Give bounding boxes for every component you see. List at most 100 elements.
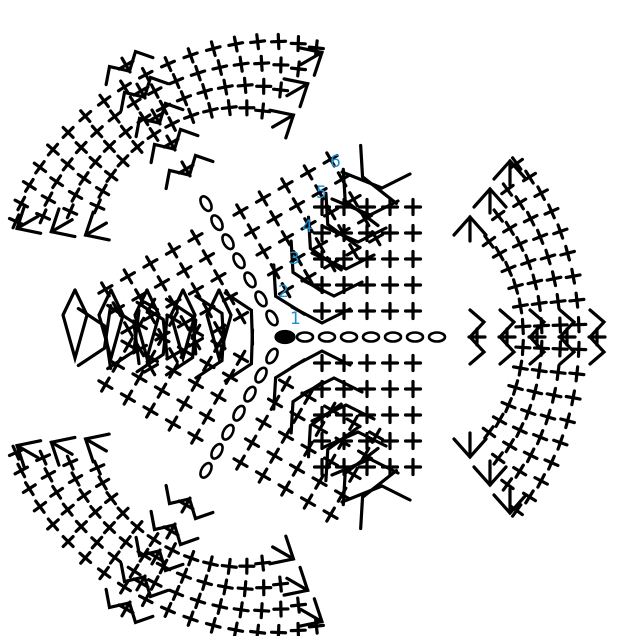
row-label-5: 5 [316,183,327,203]
plus-cross-icon [234,205,247,218]
plus-cross-icon [155,277,168,290]
plus-cross-icon [109,552,120,563]
plus-cross-icon [572,342,586,356]
plus-cross-icon [522,255,535,268]
row-label-3: 3 [289,249,300,269]
plus-cross-icon [144,404,157,417]
plus-cross-icon [524,212,537,225]
oval-chain-icon [319,333,335,342]
plus-cross-icon [315,356,330,371]
plus-cross-icon [514,424,527,437]
plus-cross-icon [251,35,265,49]
plus-cross-icon [314,239,327,252]
v-fan-icon [17,441,41,469]
v-fan-icon [86,434,110,462]
plus-cross-icon [572,318,586,332]
plus-cross-icon [268,212,281,225]
plus-cross-icon [257,416,270,429]
plus-cross-icon [469,329,485,345]
plus-cross-icon [200,251,213,264]
plus-cross-icon [64,205,77,218]
plus-cross-icon [240,559,254,573]
plus-cross-icon [120,126,131,137]
plus-cross-icon [383,278,398,293]
plus-cross-icon [534,431,547,444]
plus-cross-icon [272,625,286,636]
plus-cross-icon [212,271,225,284]
plus-cross-icon [274,602,288,616]
plus-cross-icon [80,553,91,564]
plus-cross-icon [155,384,168,397]
plus-cross-icon [144,257,157,270]
plus-cross-icon [234,351,247,364]
plus-cross-icon [63,537,73,547]
v-fan-icon [270,536,294,564]
plus-cross-icon [561,246,575,260]
plus-cross-icon [51,176,63,188]
plus-cross-icon [118,508,128,518]
plus-cross-icon [191,594,204,607]
plus-cross-icon [162,58,175,71]
plus-cross-icon [383,408,398,423]
plus-cross-icon [516,340,530,354]
oval-chain-icon [198,461,214,479]
plus-cross-icon [34,501,45,512]
plus-cross-icon [177,569,190,582]
plus-cross-icon [570,367,584,381]
plus-cross-icon [170,586,183,599]
plus-cross-icon [97,185,109,197]
plus-cross-icon [547,388,561,402]
plus-cross-icon [257,581,271,595]
plus-cross-icon [92,537,102,547]
plus-cross-icon [184,49,197,62]
plus-cross-icon [189,430,202,443]
plus-cross-icon [257,79,271,93]
plus-cross-icon [177,92,190,105]
plus-cross-icon [406,434,421,449]
plus-cross-icon [534,230,547,243]
plus-cross-icon [561,414,575,428]
plus-cross-icon [554,436,567,449]
plus-cross-icon [23,179,35,191]
plus-cross-icon [234,603,248,617]
v-fan-icon [17,206,41,234]
plus-cross-icon [76,521,86,531]
plus-cross-icon [204,104,218,118]
plus-cross-icon [272,35,286,49]
row-label-4: 4 [302,217,313,237]
plus-cross-icon [120,537,131,548]
oval-chain-icon [429,333,445,342]
plus-cross-icon [566,269,580,283]
oval-chain-icon [363,333,379,342]
plus-cross-icon [516,320,530,334]
plus-cross-icon [279,482,292,495]
plus-cross-icon [184,612,197,625]
plus-cross-icon [406,382,421,397]
plus-cross-icon [302,166,315,179]
plus-cross-icon [90,157,101,168]
plus-cross-icon [51,486,63,498]
plus-cross-icon [551,365,565,379]
plus-cross-icon [132,142,143,153]
oval-chain-icon [209,214,225,232]
plus-cross-icon [383,304,398,319]
v-fan-icon [361,146,397,204]
plus-cross-icon [99,95,110,106]
plus-cross-icon [360,304,375,319]
plus-cross-icon [406,226,421,241]
plus-cross-icon [493,414,505,426]
plus-cross-icon [324,508,337,521]
plus-cross-icon [514,361,528,375]
plus-cross-icon [493,453,504,464]
plus-cross-icon [104,523,114,533]
plus-cross-icon [522,405,535,418]
plus-cross-icon [23,483,35,495]
plus-cross-icon [78,490,89,501]
plus-cross-icon [291,462,304,475]
row-label-6: 6 [330,152,341,172]
plus-cross-icon [532,296,546,310]
plus-cross-icon [406,278,421,293]
plus-cross-icon [504,440,516,452]
